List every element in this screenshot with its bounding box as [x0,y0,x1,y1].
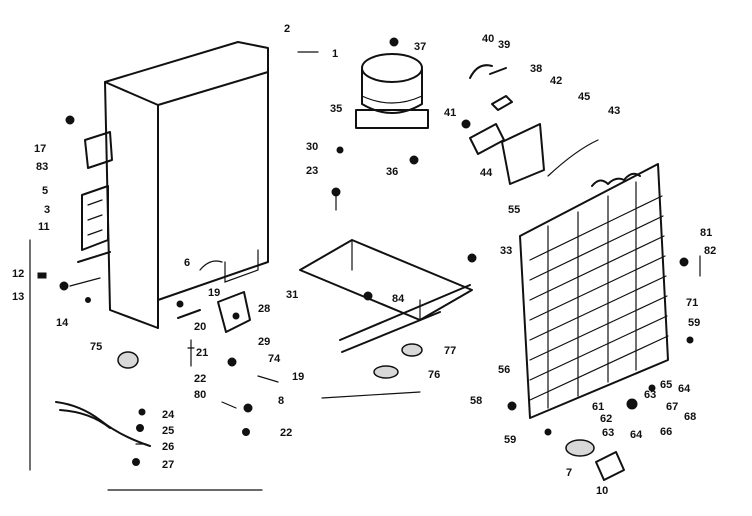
callout-26: 26 [162,441,174,453]
callout-19a: 19 [208,287,220,299]
leader-lines [29,51,421,491]
callout-22b: 22 [280,427,292,439]
callout-6: 6 [184,257,190,269]
callout-5: 5 [42,185,48,197]
callout-17: 17 [34,143,46,155]
callout-61: 61 [592,401,604,413]
base-frame [299,239,473,379]
callout-10: 10 [596,485,608,497]
evaporator-bracket [65,115,113,263]
callout-71: 71 [686,297,698,309]
callout-55: 55 [508,204,520,216]
callout-76: 76 [428,369,440,381]
callout-83: 83 [36,161,48,173]
callout-12: 12 [12,268,24,280]
callout-66: 66 [660,426,672,438]
hardware-column [132,408,147,466]
callout-63a: 63 [602,427,614,439]
callout-labels: 1 2 3 5 6 7 8 10 11 12 13 14 17 19 19 20… [12,23,716,497]
callout-31: 31 [286,289,298,301]
callout-29: 29 [258,336,270,348]
callout-81: 81 [700,227,712,239]
callout-21: 21 [196,347,208,359]
callout-20: 20 [194,321,206,333]
callout-62: 62 [600,413,612,425]
callout-59a: 59 [504,434,516,446]
callout-1: 1 [332,48,338,60]
callout-27: 27 [162,459,174,471]
callout-11: 11 [38,221,50,233]
callout-41: 41 [444,107,456,119]
callout-82: 82 [704,245,716,257]
callout-38: 38 [530,63,542,75]
callout-36: 36 [386,166,398,178]
left-small-parts [37,272,139,369]
callout-75: 75 [90,341,102,353]
callout-56: 56 [498,364,510,376]
callout-80: 80 [194,389,206,401]
callout-77: 77 [444,345,456,357]
callout-58: 58 [470,395,482,407]
callout-39: 39 [498,39,510,51]
compressor [331,37,429,211]
callout-37: 37 [414,41,426,53]
callout-67: 67 [666,401,678,413]
callout-3: 3 [44,204,50,216]
right-fasteners [467,253,701,344]
condenser-coil [507,163,669,481]
callout-64b: 64 [678,383,691,395]
callout-68: 68 [684,411,696,423]
callout-19b: 19 [292,371,304,383]
callout-40: 40 [482,33,494,45]
callout-8: 8 [278,395,284,407]
callout-84: 84 [392,293,405,305]
callout-7: 7 [566,467,572,479]
callout-42: 42 [550,75,562,87]
callout-44: 44 [480,167,493,179]
callout-45: 45 [578,91,590,103]
callout-35: 35 [330,103,342,115]
relay-parts [176,291,279,436]
callout-24: 24 [162,409,175,421]
wire-harness [55,401,151,447]
callout-65: 65 [660,379,672,391]
callout-59b: 59 [688,317,700,329]
cabinet [104,41,269,329]
callout-23: 23 [306,165,318,177]
callout-64a: 64 [630,429,643,441]
callout-43: 43 [608,105,620,117]
callout-74: 74 [268,353,281,365]
callout-2: 2 [284,23,290,35]
callout-13: 13 [12,291,24,303]
callout-63b: 63 [644,389,656,401]
callout-14: 14 [56,317,69,329]
callout-28: 28 [258,303,270,315]
callout-22a: 22 [194,373,206,385]
callout-30: 30 [306,141,318,153]
callout-25: 25 [162,425,174,437]
defrost-parts [461,64,599,185]
callout-33: 33 [500,245,512,257]
